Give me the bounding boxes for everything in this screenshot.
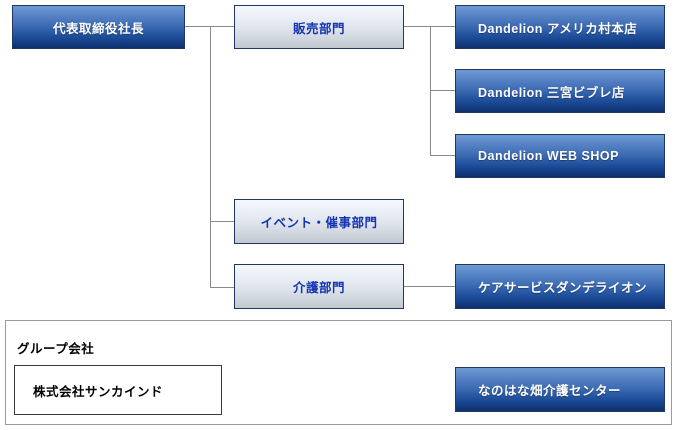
node-store-amerikamura[interactable]: Dandelion アメリカ村本店 — [455, 5, 665, 49]
node-store-sannomiya[interactable]: Dandelion 三宮ビブレ店 — [455, 69, 665, 113]
connector-care-to-care-service — [404, 286, 455, 287]
connector-trunk-to-store-sannomiya — [430, 90, 455, 91]
connector-trunk-to-store-amerikamura — [430, 26, 455, 27]
connector-trunk-main — [210, 26, 211, 287]
node-nanohana-center[interactable]: なのはな畑介護センター — [455, 367, 665, 412]
connector-president-to-trunk — [185, 26, 211, 27]
connector-trunk-to-sales — [210, 26, 234, 27]
node-event-division[interactable]: イベント・催事部門 — [234, 199, 404, 244]
node-group-company[interactable]: 株式会社サンカインド — [14, 365, 222, 415]
connector-trunk-to-event — [210, 221, 234, 222]
node-sales-division[interactable]: 販売部門 — [234, 5, 404, 49]
node-store-webshop[interactable]: Dandelion WEB SHOP — [455, 134, 665, 178]
connector-trunk-to-store-webshop — [430, 155, 455, 156]
node-care-service[interactable]: ケアサービスダンデライオン — [455, 264, 665, 309]
connector-sales-to-substrunk — [404, 26, 431, 27]
connector-trunk-to-care — [210, 287, 234, 288]
node-care-division[interactable]: 介護部門 — [234, 264, 404, 309]
group-company-panel-label: グループ会社 — [17, 342, 95, 356]
node-president[interactable]: 代表取締役社長 — [12, 5, 185, 49]
